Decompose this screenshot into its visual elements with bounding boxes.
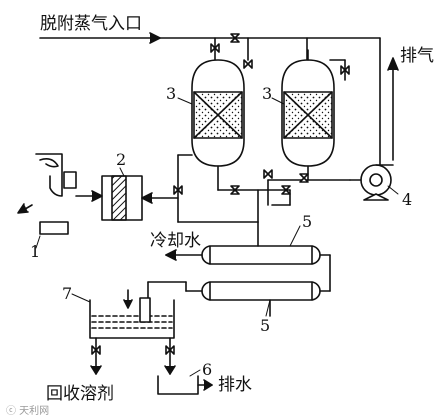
leader-lines xyxy=(35,97,399,377)
condenser-piping xyxy=(147,221,331,317)
exhaust-pipe xyxy=(307,49,399,161)
exhaust-label: 排气 xyxy=(400,46,434,66)
condenser-upper xyxy=(201,245,321,265)
condenser-lower xyxy=(201,281,321,301)
adsorber-bottom-manifold xyxy=(173,154,351,223)
label-5-top: 5 xyxy=(302,212,313,231)
watermark: ⓒ 天利网 xyxy=(6,406,50,417)
label-6: 6 xyxy=(202,360,213,379)
label-3-right: 3 xyxy=(262,84,273,103)
recovered-solvent-label: 回收溶剂 xyxy=(46,384,114,404)
label-4: 4 xyxy=(402,190,413,209)
valve-icon xyxy=(243,59,253,69)
label-7: 7 xyxy=(62,284,73,303)
drain-tank-6 xyxy=(157,375,213,395)
steam-inlet-label: 脱附蒸气入口 xyxy=(40,14,142,34)
label-3-left: 3 xyxy=(166,84,177,103)
cooling-water-label: 冷却水 xyxy=(150,231,201,251)
filter-2 xyxy=(75,175,179,221)
fan-4 xyxy=(349,164,394,201)
separator-7 xyxy=(89,289,176,375)
adsorber-right xyxy=(281,59,335,181)
air-intake-1 xyxy=(17,153,77,235)
adsorber-left xyxy=(191,59,245,191)
drain-label: 排水 xyxy=(218,375,252,395)
label-1: 1 xyxy=(30,242,41,261)
valve-icon xyxy=(230,33,240,43)
label-2: 2 xyxy=(116,150,127,169)
label-5-bottom: 5 xyxy=(260,316,271,335)
valve-icon xyxy=(210,43,220,53)
